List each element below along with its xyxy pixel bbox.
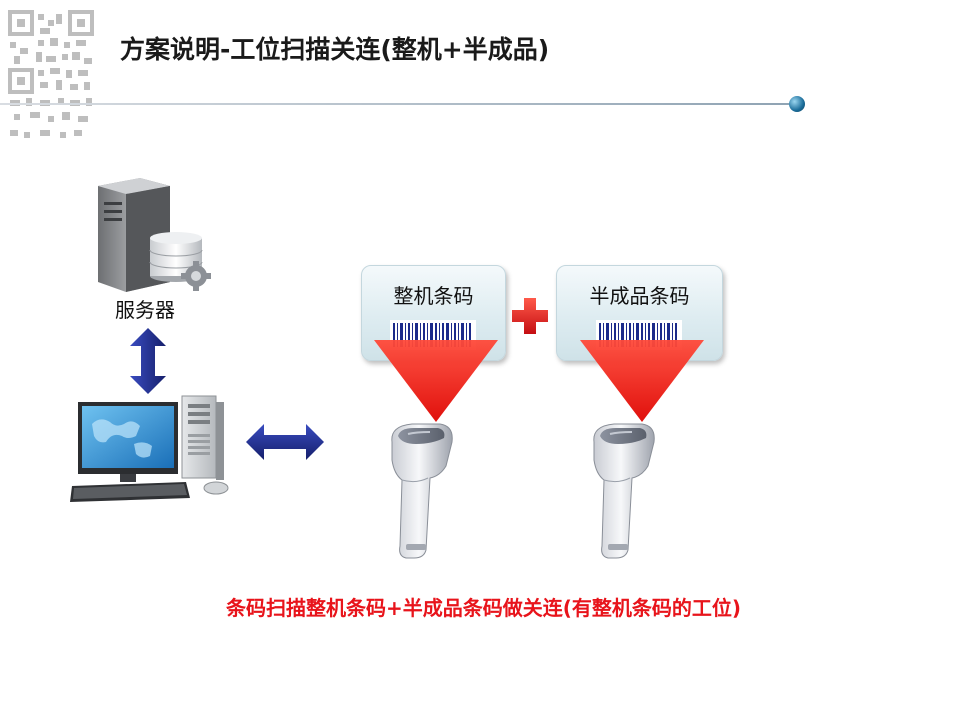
scan-association-caption: 条码扫描整机条码+半成品条码做关连(有整机条码的工位) (226, 596, 742, 620)
plus-icon (512, 298, 548, 334)
barcode-scanner-1-icon (391, 423, 453, 559)
divider-end-dot (789, 96, 805, 112)
server-icon (98, 178, 211, 292)
scan-beam-2 (580, 340, 704, 422)
server-label: 服务器 (115, 298, 175, 322)
barcode-scanner-2-icon (593, 423, 655, 559)
pc-scanner-link-arrow (246, 424, 324, 460)
semi-finished-barcode-label: 半成品条码 (589, 284, 690, 308)
title-divider (0, 103, 796, 105)
server-pc-link-arrow (130, 328, 166, 394)
desktop-computer-icon (70, 395, 229, 502)
whole-unit-barcode-label: 整机条码 (393, 284, 474, 308)
slide-title: 方案说明-工位扫描关连(整机+半成品) (120, 35, 550, 64)
scan-beam-1 (374, 340, 498, 422)
qr-code-decoration (8, 10, 94, 138)
